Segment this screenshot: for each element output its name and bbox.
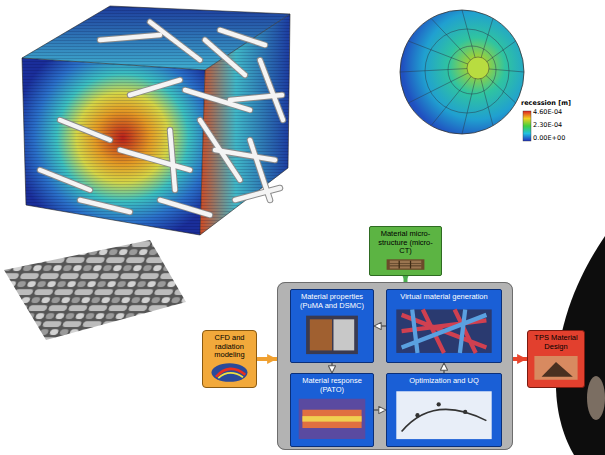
heat-shield xyxy=(425,29,509,113)
heat-shield xyxy=(467,57,489,79)
box-picture xyxy=(532,353,580,383)
woven-fabric xyxy=(4,240,186,340)
box-picture xyxy=(390,261,422,269)
colorbar-value: 4.60E-04 xyxy=(533,109,562,116)
box-picture xyxy=(391,304,497,358)
colorbar-value: 0.00E+00 xyxy=(533,135,565,142)
box-picture xyxy=(390,261,422,269)
planet-limb xyxy=(587,376,605,420)
box-picture xyxy=(534,356,577,380)
flow-arrow xyxy=(374,325,386,326)
box-picture xyxy=(387,259,425,270)
volume-render xyxy=(40,22,283,215)
box-label: Virtual material generation xyxy=(390,293,498,302)
box-picture xyxy=(295,312,369,358)
input-box: Material micro-structure (micro-CT) xyxy=(369,226,442,276)
colorbar xyxy=(523,111,531,141)
heat-shield xyxy=(400,10,524,134)
box-label: TPS Material Design xyxy=(531,334,581,351)
output-box: TPS Material Design xyxy=(527,330,585,388)
box-picture xyxy=(218,373,243,378)
box-picture xyxy=(207,362,252,383)
box-picture xyxy=(542,362,573,377)
box-picture xyxy=(374,258,437,271)
box-label: Material micro-structure (micro-CT) xyxy=(373,230,438,256)
box-picture xyxy=(396,309,491,353)
box-label: CFD and radiation modeling xyxy=(206,334,253,360)
colorbar-title: recession [m] xyxy=(521,100,571,107)
heat-shield xyxy=(400,10,524,134)
box-picture xyxy=(396,391,491,439)
volume-render xyxy=(22,6,290,235)
box-picture xyxy=(391,388,497,442)
framework-panel: Material properties (PuMA and DSMC) Virtu… xyxy=(277,282,513,450)
box-label: Material response (PATO) xyxy=(294,377,370,394)
box-label: Optimization and UQ xyxy=(390,377,498,386)
flow-arrow xyxy=(513,357,527,361)
box-picture xyxy=(299,399,366,439)
box-picture xyxy=(302,410,361,428)
flow-arrow xyxy=(257,357,277,361)
box-picture xyxy=(302,416,361,421)
flow-arrow xyxy=(443,363,444,373)
volume-render xyxy=(40,22,283,215)
heat-shield xyxy=(400,10,524,134)
process-box: Material response (PATO) xyxy=(290,373,374,447)
box-label: Material properties (PuMA and DSMC) xyxy=(294,293,370,310)
box-picture xyxy=(402,409,487,431)
flow-arrow xyxy=(374,409,386,410)
box-picture xyxy=(310,320,332,351)
panel-fill xyxy=(277,282,513,450)
colorbar-value: 2.30E-04 xyxy=(533,122,562,129)
box-picture xyxy=(402,309,487,353)
process-box: Material properties (PuMA and DSMC) xyxy=(290,289,374,363)
box-picture xyxy=(402,309,487,353)
process-box: Virtual material generation xyxy=(386,289,502,363)
heat-shield xyxy=(448,46,496,94)
heat-shield xyxy=(400,10,524,134)
box-picture xyxy=(333,320,354,351)
input-box: CFD and radiation modeling xyxy=(202,330,257,388)
volume-render xyxy=(22,6,290,235)
box-picture xyxy=(463,409,467,413)
box-picture xyxy=(295,396,369,442)
box-picture xyxy=(212,363,248,382)
box-picture xyxy=(415,413,419,417)
box-picture xyxy=(306,316,358,354)
flow-arrow xyxy=(331,363,332,373)
box-picture xyxy=(437,402,441,406)
process-box: Optimization and UQ xyxy=(386,373,502,447)
